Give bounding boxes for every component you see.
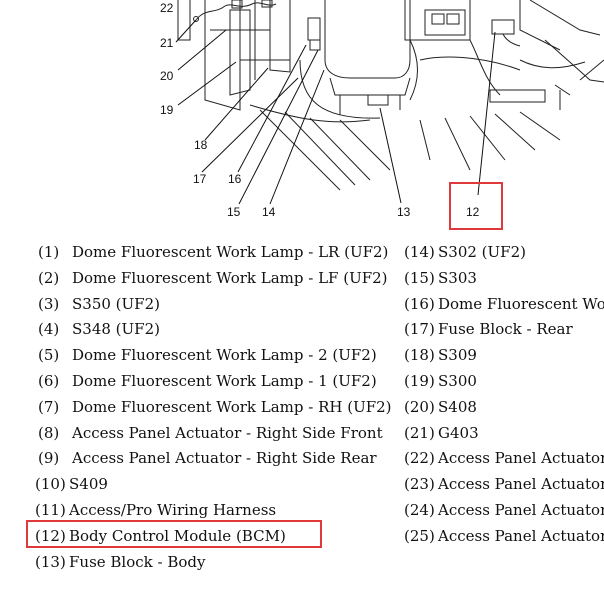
legend-item-22: (22)Access Panel Actuator - — [404, 449, 604, 468]
component-legend: (1)Dome Fluorescent Work Lamp - LR (UF2)… — [0, 240, 604, 592]
callout-14: 14 — [262, 205, 276, 219]
callout-16: 16 — [228, 172, 242, 186]
callout-20: 20 — [160, 69, 174, 83]
legend-item-9: (9)Access Panel Actuator - Right Side Re… — [38, 449, 377, 468]
callout-12-highlight — [449, 182, 503, 230]
legend-item-14: (14)S302 (UF2) — [404, 243, 526, 261]
callout-19: 19 — [160, 103, 174, 117]
legend-item-19: (19)S300 — [404, 371, 477, 390]
legend-item-13: (13)Fuse Block - Body — [35, 552, 206, 571]
legend-item-16: (16)Dome Fluorescent Work — [404, 294, 604, 313]
legend-item-4: (4)S348 (UF2) — [38, 320, 160, 339]
wiring-location-diagram: 22 21 20 19 18 17 16 15 14 13 12 — [160, 0, 604, 230]
vehicle-interior-drawing — [177, 0, 604, 191]
legend-item-21: (21)G403 — [404, 423, 479, 442]
legend-right-column: (14)S302 (UF2) (15)S303 (16)Dome Fluores… — [404, 240, 604, 550]
legend-item-7: (7)Dome Fluorescent Work Lamp - RH (UF2) — [38, 397, 392, 416]
legend-item-18: (18)S309 — [404, 346, 477, 365]
callout-12: 12 — [466, 205, 480, 219]
legend-item-1: (1)Dome Fluorescent Work Lamp - LR (UF2) — [38, 243, 389, 261]
legend-item-11: (11)Access/Pro Wiring Harness — [35, 500, 277, 519]
legend-item-6: (6)Dome Fluorescent Work Lamp - 1 (UF2) — [38, 371, 377, 390]
legend-left-column: (1)Dome Fluorescent Work Lamp - LR (UF2)… — [35, 240, 398, 575]
callout-18: 18 — [194, 138, 208, 152]
legend-item-8: (8)Access Panel Actuator - Right Side Fr… — [38, 423, 383, 442]
legend-item-10: (10)S409 — [35, 475, 108, 494]
legend-item-15: (15)S303 — [404, 268, 477, 287]
bcm-legend-highlight — [26, 520, 322, 548]
callout-15: 15 — [227, 205, 241, 219]
legend-item-12: (12)Body Control Module (BCM) — [35, 526, 286, 545]
legend-item-17: (17)Fuse Block - Rear — [404, 320, 573, 339]
callout-17: 17 — [193, 172, 207, 186]
legend-item-25: (25)Access Panel Actuator - — [404, 526, 604, 545]
callout-13: 13 — [397, 205, 411, 219]
legend-item-5: (5)Dome Fluorescent Work Lamp - 2 (UF2) — [38, 346, 377, 365]
legend-item-23: (23)Access Panel Actuator - — [404, 475, 604, 494]
leader-lines — [175, 19, 496, 205]
legend-item-24: (24)Access Panel Actuator - — [404, 500, 604, 519]
legend-item-3: (3)S350 (UF2) — [38, 294, 160, 313]
legend-item-2: (2)Dome Fluorescent Work Lamp - LF (UF2) — [38, 268, 388, 287]
callout-22: 22 — [160, 1, 174, 15]
callout-numbers: 22 21 20 19 18 17 16 15 14 13 12 — [160, 1, 480, 219]
legend-item-20: (20)S408 — [404, 397, 477, 416]
callout-21: 21 — [160, 36, 174, 50]
